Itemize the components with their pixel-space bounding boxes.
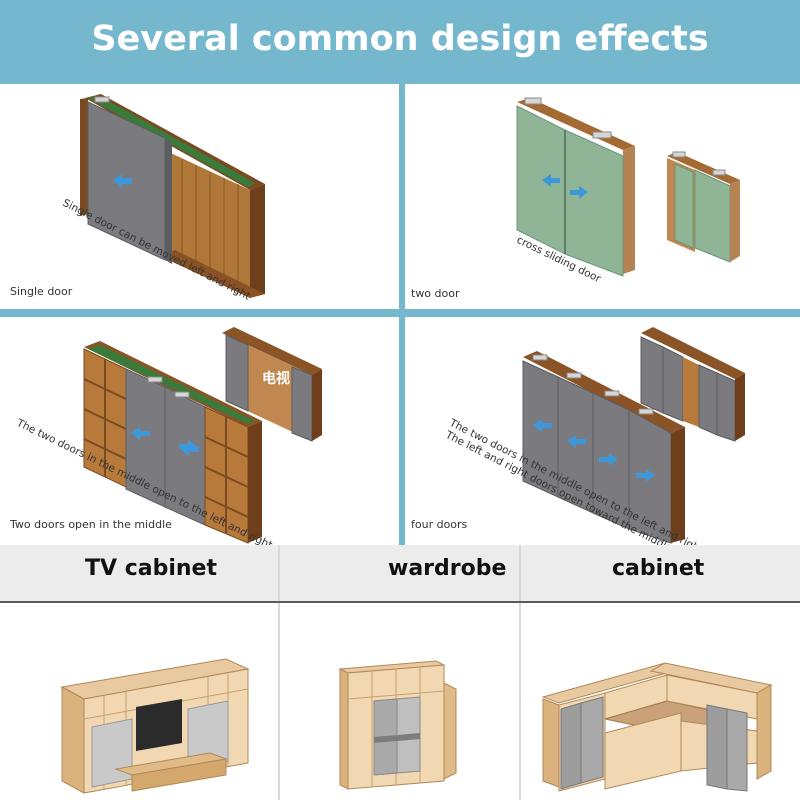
tv-label: 电视 <box>262 370 290 387</box>
wardrobe-illustration <box>338 660 457 790</box>
single-door-caption: Single door <box>10 285 73 298</box>
grid-divider-horizontal <box>0 309 800 317</box>
category-wardrobe: wardrobe <box>388 556 507 581</box>
panel-four-doors: The two doors in the middle open to the … <box>405 317 800 545</box>
category-separator-2 <box>519 545 521 800</box>
two-door-illustration <box>516 97 740 277</box>
category-separator-1 <box>278 545 280 800</box>
four-doors-illustration <box>522 327 745 544</box>
tv-cabinet-illustration <box>60 658 250 794</box>
category-underline <box>0 601 800 603</box>
page-title: Several common design effects <box>91 19 709 59</box>
cabinet-illustration <box>541 662 773 792</box>
four-doors-caption: four doors <box>411 518 468 531</box>
panel-single-door: Single door can be moved left and right … <box>0 84 399 309</box>
category-band <box>0 545 800 603</box>
middle-doors-caption: Two doors open in the middle <box>10 518 172 531</box>
single-door-illustration <box>80 94 265 298</box>
category-tv-cabinet: TV cabinet <box>85 556 217 581</box>
panel-two-doors-middle: 电视 The two doors in the middle open to t… <box>0 317 399 545</box>
panel-two-door: cross sliding door two door <box>405 84 800 309</box>
header-banner: Several common design effects <box>0 0 800 84</box>
middle-doors-illustration: 电视 <box>83 327 322 544</box>
two-door-caption: two door <box>411 287 460 300</box>
category-cabinet: cabinet <box>612 556 705 581</box>
